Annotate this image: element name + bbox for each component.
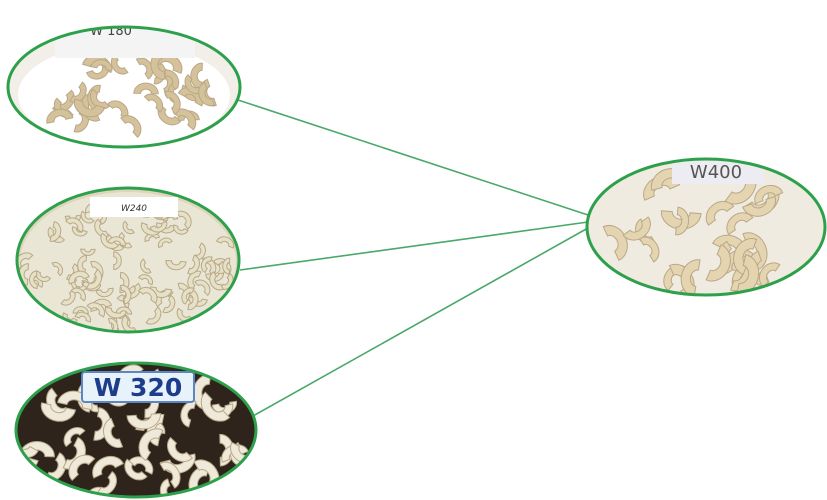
node-w400: W400 [580,155,827,301]
node-w320: W 320 [0,355,270,500]
w320-label: W 320 [94,373,182,402]
w400-label: W400 [690,162,742,183]
w240-label: W240 [121,204,147,214]
node-w180: W 180 [0,20,260,160]
edge-w240-w400 [240,222,588,270]
edge-w180-w400 [238,100,588,215]
edge-w320-w400 [253,228,588,416]
node-w240: W240 [0,180,260,350]
connector-lines [238,100,588,416]
